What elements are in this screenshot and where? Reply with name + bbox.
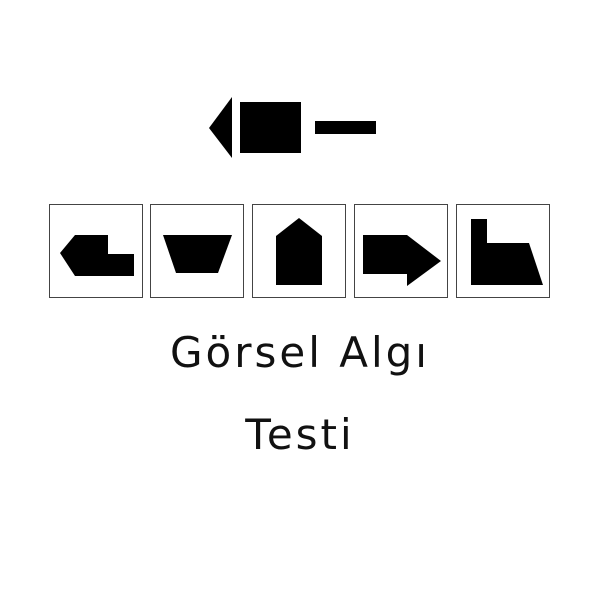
house-pentagon-icon [276, 218, 322, 285]
inverted-trapezoid-icon [163, 235, 232, 273]
option-5[interactable] [456, 204, 550, 298]
stimulus-figure [200, 90, 390, 165]
page-title-line-2: Testi [245, 410, 355, 459]
left-pointing-notched-block-icon [60, 235, 134, 276]
stepped-slanted-block-icon [471, 219, 543, 285]
arrow-left-block-dash-icon [209, 97, 376, 158]
option-2[interactable] [150, 204, 244, 298]
right-arrow-block-icon [363, 235, 441, 286]
option-4[interactable] [354, 204, 448, 298]
page-title-line-1: Görsel Algı [170, 328, 430, 377]
option-3[interactable] [252, 204, 346, 298]
option-1[interactable] [49, 204, 143, 298]
